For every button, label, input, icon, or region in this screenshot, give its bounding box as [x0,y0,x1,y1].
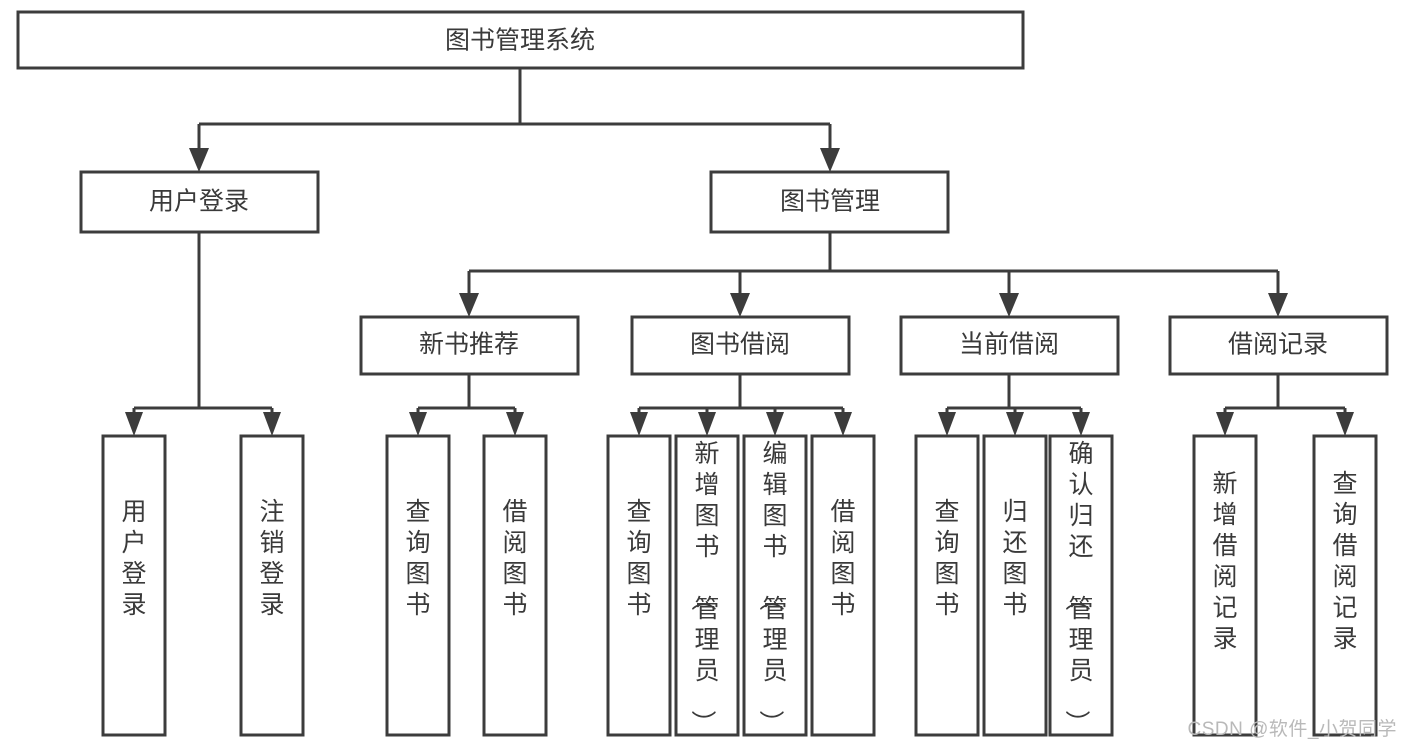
arrowhead-leaf-user-login [125,412,143,436]
node-leaf-query-book-3-box[interactable] [914,434,980,737]
arrowhead-leaf-borrow-book-2 [834,412,852,436]
arrowhead-book-manage [820,148,840,172]
arrowhead-leaf-add-record [1216,412,1234,436]
node-book-manage[interactable]: 图书管理 [709,170,950,234]
node-root[interactable]: 图书管理系统 [16,10,1025,70]
node-current-borrow-box[interactable] [899,315,1120,376]
arrowhead-leaf-return-book [1006,412,1024,436]
arrowhead-leaf-borrow-book-1 [506,412,524,436]
node-leaf-return-book-box[interactable] [982,434,1048,737]
node-leaf-query-record-label: 查询借阅记录 [1332,470,1357,653]
node-root-box[interactable] [16,10,1025,70]
node-leaf-borrow-book-2-label: 借阅图书 [830,498,855,619]
arrowhead-leaf-query-record [1336,412,1354,436]
node-leaf-logout[interactable]: 注销登录 [239,434,305,737]
node-current-borrow[interactable]: 当前借阅 [899,315,1120,376]
node-new-book-rec[interactable]: 新书推荐 [359,315,580,376]
arrowhead-leaf-query-book-2 [630,412,648,436]
node-leaf-query-record-box[interactable] [1312,434,1378,737]
arrowhead-leaf-logout [263,412,281,436]
node-new-book-rec-label: 新书推荐 [419,331,519,359]
node-leaf-query-book-2[interactable]: 查询图书 [606,434,672,737]
arrowhead-leaf-edit-book [766,412,784,436]
leaf-node-group: 用户登录 注销登录 查询图书 借阅图书 查询图书 新增图书（管理员） [101,434,1378,737]
node-leaf-user-login-label: 用户登录 [121,498,146,619]
node-book-borrow-label: 图书借阅 [690,331,790,359]
arrowhead-leaf-query-book-3 [938,412,956,436]
node-leaf-borrow-book-2-box[interactable] [810,434,876,737]
arrowhead-newbook [459,293,479,317]
arrowhead-currentborrow [999,293,1019,317]
node-leaf-edit-book-box[interactable] [742,434,808,737]
node-borrow-record-label: 借阅记录 [1228,331,1328,359]
arrowhead-leaf-add-book [698,412,716,436]
node-leaf-add-record-box[interactable] [1192,434,1258,737]
node-book-borrow-box[interactable] [630,315,851,376]
node-leaf-borrow-book-1-box[interactable] [482,434,548,737]
node-book-manage-box[interactable] [709,170,950,234]
node-leaf-confirm-return[interactable]: 确认归还（管理员） [1048,434,1114,737]
node-borrow-record[interactable]: 借阅记录 [1168,315,1389,376]
node-leaf-query-book-1[interactable]: 查询图书 [385,434,451,737]
node-leaf-add-book[interactable]: 新增图书（管理员） [674,434,740,737]
node-leaf-query-book-2-box[interactable] [606,434,672,737]
node-leaf-query-book-2-label: 查询图书 [626,498,651,619]
node-leaf-add-book-box[interactable] [674,434,740,737]
node-leaf-return-book-label: 归还图书 [1002,498,1027,619]
node-user-login-box[interactable] [79,170,320,234]
node-leaf-query-book-3-label: 查询图书 [934,498,959,619]
arrowhead-leaf-confirm-return [1072,412,1090,436]
arrowhead-user-login [189,148,209,172]
node-borrow-record-box[interactable] [1168,315,1389,376]
node-root-label: 图书管理系统 [445,27,595,55]
node-leaf-borrow-book-2[interactable]: 借阅图书 [810,434,876,737]
node-book-borrow[interactable]: 图书借阅 [630,315,851,376]
node-leaf-query-book-3[interactable]: 查询图书 [914,434,980,737]
node-user-login-label: 用户登录 [149,188,249,216]
node-leaf-edit-book-label: 编辑图书（管理员） [756,440,787,735]
node-leaf-query-record[interactable]: 查询借阅记录 [1312,434,1378,737]
node-leaf-query-book-1-label: 查询图书 [405,498,430,619]
node-leaf-borrow-book-1[interactable]: 借阅图书 [482,434,548,737]
node-leaf-logout-box[interactable] [239,434,305,737]
node-leaf-user-login[interactable]: 用户登录 [101,434,167,737]
node-leaf-logout-label: 注销登录 [259,498,284,619]
node-leaf-add-book-label: 新增图书（管理员） [688,440,719,735]
node-leaf-edit-book[interactable]: 编辑图书（管理员） [742,434,808,737]
node-user-login[interactable]: 用户登录 [79,170,320,234]
node-leaf-confirm-return-label: 确认归还（管理员） [1062,440,1093,735]
node-leaf-add-record-label: 新增借阅记录 [1212,470,1237,653]
arrowhead-borrowrecord [1268,293,1288,317]
node-book-manage-label: 图书管理 [780,188,880,216]
node-leaf-add-record[interactable]: 新增借阅记录 [1192,434,1258,737]
node-leaf-borrow-book-1-label: 借阅图书 [502,498,527,619]
connector-layer [125,68,1354,436]
arrowhead-leaf-query-book-1 [409,412,427,436]
node-leaf-confirm-return-box[interactable] [1048,434,1114,737]
node-new-book-rec-box[interactable] [359,315,580,376]
node-current-borrow-label: 当前借阅 [959,331,1059,359]
node-leaf-user-login-box[interactable] [101,434,167,737]
node-leaf-query-book-1-box[interactable] [385,434,451,737]
node-leaf-return-book[interactable]: 归还图书 [982,434,1048,737]
arrowhead-bookborrow [730,293,750,317]
